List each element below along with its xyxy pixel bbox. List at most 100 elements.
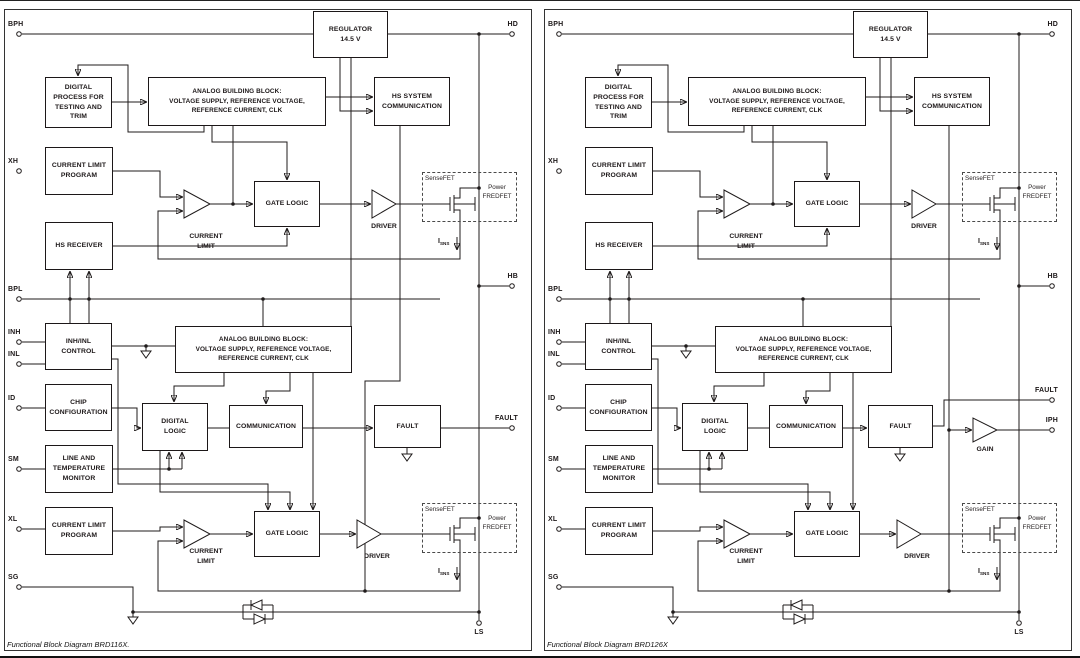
block-inh-inl-control: INH/INL CONTROL	[45, 323, 112, 370]
mosfet-pair-bottom-icon	[986, 517, 1020, 553]
pin-inh-circle	[16, 339, 22, 345]
driver-label-bottom: DRIVER	[904, 553, 930, 560]
power-fredfet-label-top: Power FREDFET	[482, 184, 512, 200]
mosfet-pair-top-icon	[446, 187, 480, 222]
block-regulator: REGULATOR 14.5 V	[313, 11, 388, 58]
driver-label-bottom: DRIVER	[364, 553, 390, 560]
power-fredfet-label-top: Power FREDFET	[1022, 184, 1052, 200]
pin-xl-circle	[16, 526, 22, 532]
pin-label-iph: IPH	[1045, 417, 1058, 424]
current-limit-amp-top-icon	[723, 189, 752, 219]
pin-xh-circle	[556, 168, 562, 174]
pin-hb-circle	[1049, 283, 1055, 289]
driver-amp-top-icon	[911, 189, 937, 219]
block-analog-mid: ANALOG BUILDING BLOCK: VOLTAGE SUPPLY, R…	[175, 326, 352, 373]
pin-hd-circle	[1049, 31, 1055, 37]
current-limit-label-top: CURRENT LIMIT	[189, 233, 223, 250]
pin-label-ls: LS	[474, 629, 484, 636]
pin-inl-circle	[16, 361, 22, 367]
pin-label-sm: SM	[548, 456, 559, 463]
current-limit-amp-bottom-icon	[723, 519, 752, 549]
block-digital-process: DIGITAL PROCESS FOR TESTING AND TRIM	[585, 77, 652, 128]
block-current-limit-program-top: CURRENT LIMIT PROGRAM	[585, 147, 653, 195]
block-hs-system-comm: HS SYSTEM COMMUNICATION	[374, 77, 450, 126]
diode-pair-icon	[242, 599, 274, 625]
sensefet-label-bottom: SenseFET	[425, 506, 455, 513]
block-chip-configuration: CHIP CONFIGURATION	[585, 384, 652, 431]
driver-amp-bottom-icon	[356, 519, 382, 549]
block-gate-logic-bottom: GATE LOGIC	[794, 511, 860, 557]
block-current-limit-program-bottom: CURRENT LIMIT PROGRAM	[45, 507, 113, 555]
pin-sg-circle	[16, 584, 22, 590]
pin-circles	[556, 31, 1055, 626]
driver-amp-top-icon	[371, 189, 397, 219]
junction-dots	[608, 32, 1021, 614]
pin-hb-circle	[509, 283, 515, 289]
block-analog-mid: ANALOG BUILDING BLOCK: VOLTAGE SUPPLY, R…	[715, 326, 892, 373]
pin-inh-circle	[556, 339, 562, 345]
block-hs-receiver: HS RECEIVER	[585, 222, 653, 270]
diagram-panel-brd126x: REGULATOR 14.5 V DIGITAL PROCESS FOR TES…	[540, 1, 1080, 656]
pin-label-xh: XH	[8, 158, 19, 165]
sensefet-dashed-box-bottom	[422, 503, 517, 553]
pin-xh-circle	[16, 168, 22, 174]
pin-label-inl: INL	[8, 351, 20, 358]
pin-label-hd: HD	[507, 21, 518, 28]
panel-border	[4, 9, 532, 651]
block-hs-system-comm: HS SYSTEM COMMUNICATION	[914, 77, 990, 126]
panel-border	[544, 9, 1072, 651]
block-gate-logic-top: GATE LOGIC	[254, 181, 320, 227]
isns-current-label-top: ISNS	[978, 238, 990, 246]
power-fredfet-label-bottom: Power FREDFET	[482, 515, 512, 531]
pin-label-ls: LS	[1014, 629, 1024, 636]
pin-label-fault: FAULT	[1034, 387, 1058, 394]
pin-bph-circle	[16, 31, 22, 37]
pin-id-circle	[556, 405, 562, 411]
mosfet-pair-top-icon	[986, 187, 1020, 222]
block-digital-process: DIGITAL PROCESS FOR TESTING AND TRIM	[45, 77, 112, 128]
block-inh-inl-control: INH/INL CONTROL	[585, 323, 652, 370]
block-gate-logic-top: GATE LOGIC	[794, 181, 860, 227]
block-line-temp-monitor: LINE AND TEMPERATURE MONITOR	[45, 445, 113, 493]
pin-label-sg: SG	[548, 574, 559, 581]
pin-label-fault: FAULT	[494, 415, 518, 422]
pin-label-hb: HB	[507, 273, 518, 280]
isns-current-label-top: ISNS	[438, 238, 450, 246]
pin-circles	[16, 31, 515, 626]
caption: Functional Block Diagram BRD126X	[547, 640, 668, 649]
block-digital-logic: DIGITAL LOGIC	[682, 403, 748, 451]
pin-label-inh: INH	[548, 329, 561, 336]
isns-current-label-bottom: ISNS	[438, 568, 450, 576]
block-fault: FAULT	[868, 405, 933, 448]
block-communication: COMMUNICATION	[229, 405, 303, 448]
gain-label: GAIN	[976, 446, 994, 453]
caption: Functional Block Diagram BRD116X.	[7, 640, 130, 649]
pin-label-bpl: BPL	[8, 286, 23, 293]
wires	[562, 33, 1049, 620]
pin-ls-circle	[476, 620, 482, 626]
wiring-layer	[16, 31, 515, 626]
pin-bph-circle	[556, 31, 562, 37]
block-regulator: REGULATOR 14.5 V	[853, 11, 928, 58]
mosfet-pair-bottom-icon	[446, 517, 480, 553]
block-communication: COMMUNICATION	[769, 405, 843, 448]
power-fredfet-label-bottom: Power FREDFET	[1022, 515, 1052, 531]
block-hs-receiver: HS RECEIVER	[45, 222, 113, 270]
pin-bpl-circle	[16, 296, 22, 302]
pin-label-id: ID	[548, 395, 556, 402]
block-fault: FAULT	[374, 405, 441, 448]
block-current-limit-program-bottom: CURRENT LIMIT PROGRAM	[585, 507, 653, 555]
driver-label-top: DRIVER	[371, 223, 397, 230]
pin-label-bph: BPH	[8, 21, 24, 28]
pin-label-bph: BPH	[548, 21, 564, 28]
current-limit-label-bottom: CURRENT LIMIT	[729, 548, 763, 565]
pin-sm-circle	[16, 466, 22, 472]
pin-label-sg: SG	[8, 574, 19, 581]
pin-id-circle	[16, 405, 22, 411]
sensefet-label-top: SenseFET	[425, 175, 455, 182]
pin-label-inl: INL	[548, 351, 560, 358]
pin-xl-circle	[556, 526, 562, 532]
pin-bpl-circle	[556, 296, 562, 302]
pin-sm-circle	[556, 466, 562, 472]
